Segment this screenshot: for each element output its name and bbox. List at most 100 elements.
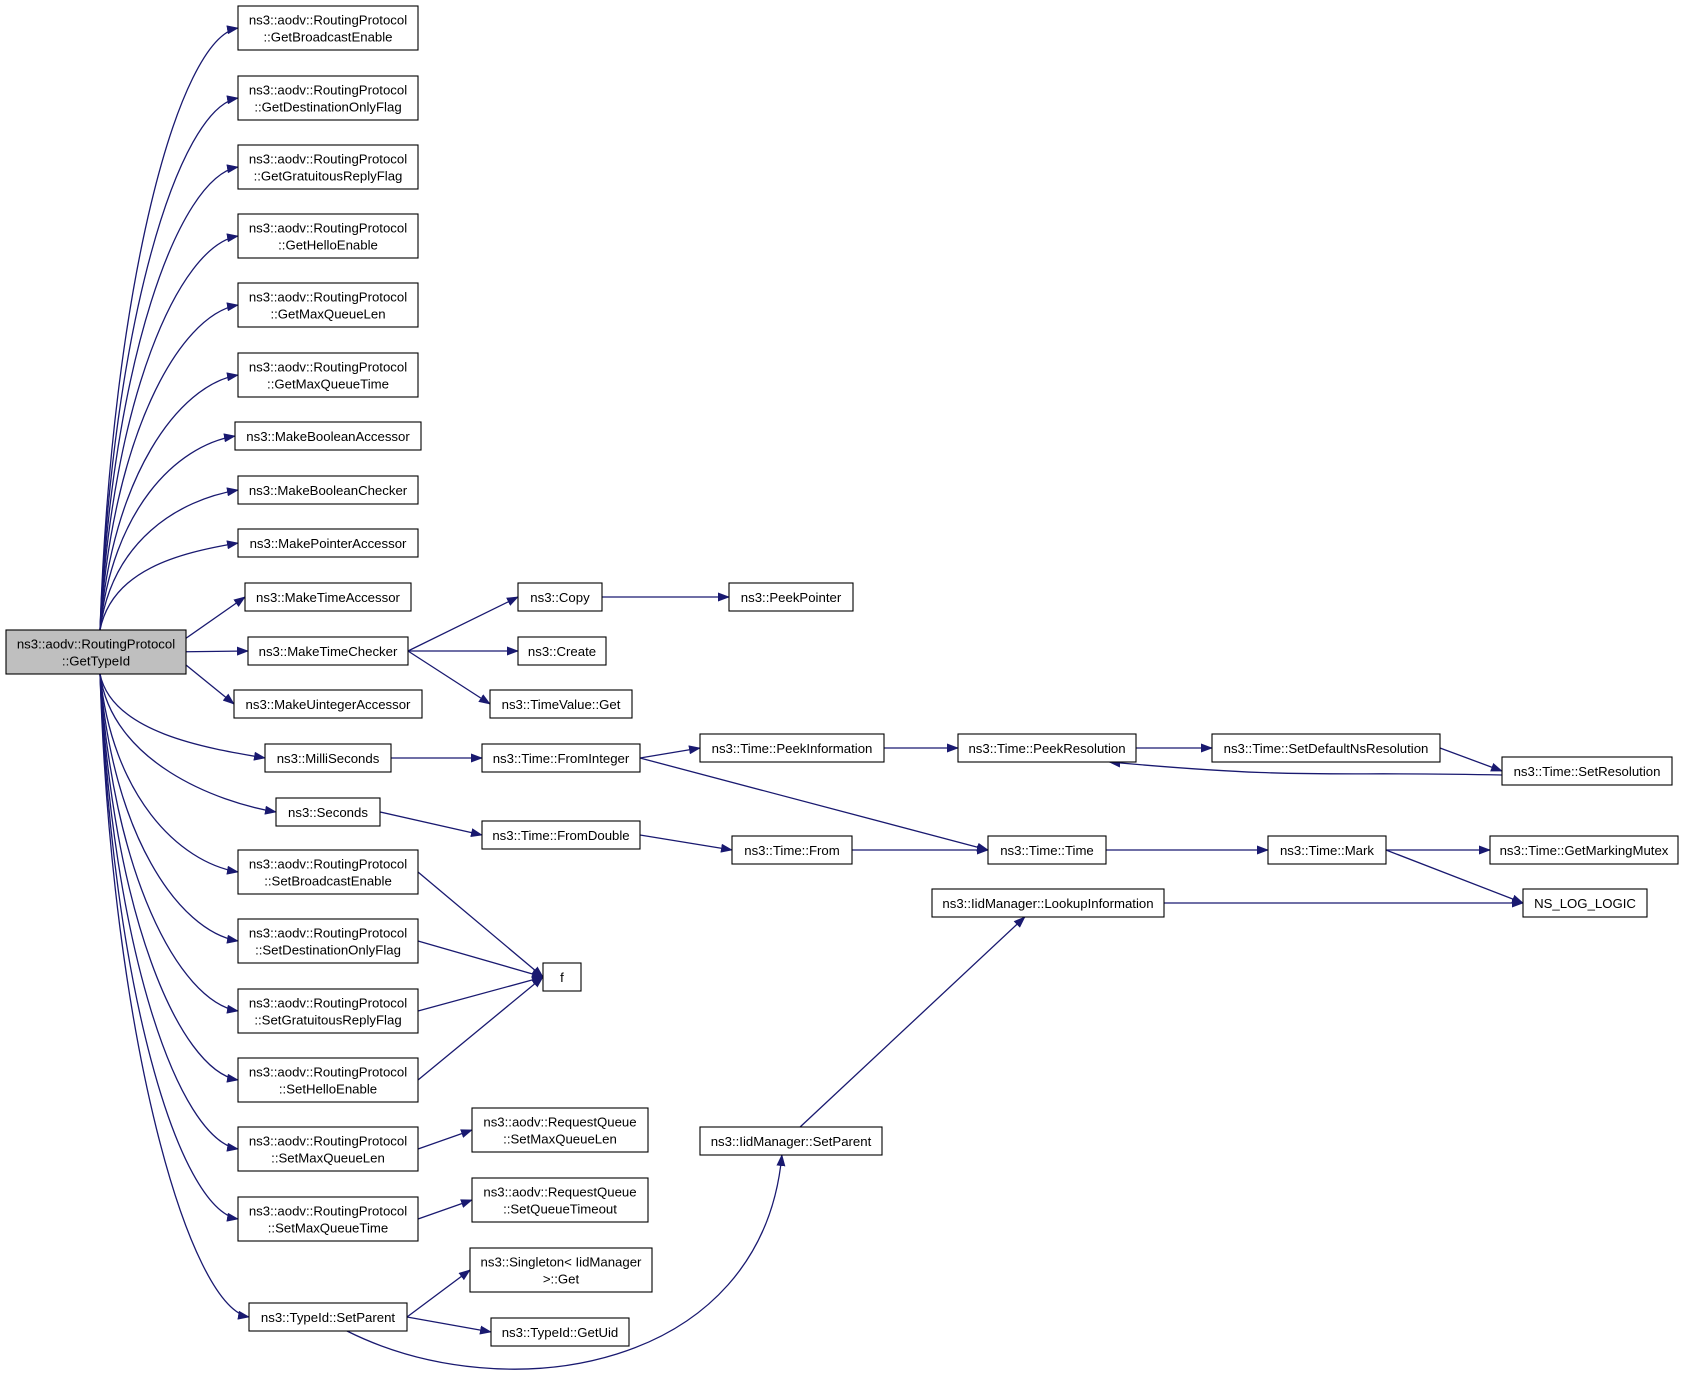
edge-root-to-setMaxQueueTime [99, 673, 239, 1222]
edge-root-to-makeBooleanAccessor [99, 433, 236, 631]
node-label: ns3::MakeBooleanAccessor [246, 429, 410, 444]
edge-typeIdSetParent-to-typeIdGetUid [406, 1316, 492, 1335]
node-root[interactable]: ns3::aodv::RoutingProtocol::GetTypeId [5, 629, 187, 675]
node-box [957, 733, 1137, 763]
node-makeBooleanChecker[interactable]: ns3::MakeBooleanChecker [237, 475, 419, 505]
node-label: ns3::Time::From [744, 843, 840, 858]
node-box [1267, 835, 1387, 865]
node-box [237, 988, 419, 1034]
node-label: ns3::TypeId::SetParent [261, 1310, 395, 1325]
node-getBroadcastEnable[interactable]: ns3::aodv::RoutingProtocol::GetBroadcast… [237, 5, 419, 51]
node-box [237, 1126, 419, 1172]
node-mark[interactable]: ns3::Time::Mark [1267, 835, 1387, 865]
node-iidSetParent[interactable]: ns3::IidManager::SetParent [699, 1126, 883, 1156]
node-makeTimeAccessor[interactable]: ns3::MakeTimeAccessor [244, 582, 412, 612]
node-label: ns3::MakeTimeChecker [259, 644, 398, 659]
node-label: ns3::aodv::RoutingProtocol [249, 1203, 407, 1218]
node-setDestinationOnlyFlag[interactable]: ns3::aodv::RoutingProtocol::SetDestinati… [237, 918, 419, 964]
node-getGratuitousReplyFlag[interactable]: ns3::aodv::RoutingProtocol::GetGratuitou… [237, 144, 419, 190]
node-label: ns3::Time::PeekInformation [712, 741, 873, 756]
node-box [233, 689, 423, 719]
node-label: ns3::aodv::RoutingProtocol [249, 359, 407, 374]
node-makeUintegerAccessor[interactable]: ns3::MakeUintegerAccessor [233, 689, 423, 719]
node-setBroadcastEnable[interactable]: ns3::aodv::RoutingProtocol::SetBroadcast… [237, 849, 419, 895]
node-fromDouble[interactable]: ns3::Time::FromDouble [481, 820, 641, 850]
node-makePointerAccessor[interactable]: ns3::MakePointerAccessor [237, 528, 419, 558]
node-label: ::GetGratuitousReplyFlag [254, 168, 403, 183]
edge-setGratuitousReplyFlag-to-f [417, 975, 544, 1012]
node-fromInteger[interactable]: ns3::Time::FromInteger [481, 743, 641, 773]
node-label: ns3::MakeBooleanChecker [249, 483, 408, 498]
node-seconds[interactable]: ns3::Seconds [275, 797, 381, 827]
node-lookupInformation[interactable]: ns3::IidManager::LookupInformation [931, 888, 1165, 918]
edge-typeIdSetParent-to-singletonGet [406, 1269, 471, 1318]
node-getMaxQueueTime[interactable]: ns3::aodv::RoutingProtocol::GetMaxQueueT… [237, 352, 419, 398]
node-label: ns3::aodv::RequestQueue [483, 1184, 636, 1199]
node-box [237, 849, 419, 895]
node-f[interactable]: f [542, 962, 582, 992]
node-peekInformation[interactable]: ns3::Time::PeekInformation [699, 733, 885, 763]
node-label: ns3::MakeUintegerAccessor [246, 697, 412, 712]
edge-root-to-getDestinationOnlyFlag [99, 95, 239, 631]
node-box [699, 733, 885, 763]
edge-setMaxQueueLen-to-rqSetMaxQueueLen [417, 1129, 473, 1150]
node-box [244, 582, 412, 612]
node-setMaxQueueLen[interactable]: ns3::aodv::RoutingProtocol::SetMaxQueueL… [237, 1126, 419, 1172]
node-rqSetMaxQueueLen[interactable]: ns3::aodv::RequestQueue::SetMaxQueueLen [471, 1107, 649, 1153]
node-setDefaultNsResolution[interactable]: ns3::Time::SetDefaultNsResolution [1211, 733, 1441, 763]
node-label: ::SetHelloEnable [279, 1081, 377, 1096]
node-getMarkingMutex[interactable]: ns3::Time::GetMarkingMutex [1489, 835, 1679, 865]
node-label: ns3::MakePointerAccessor [250, 536, 407, 551]
node-milliSeconds[interactable]: ns3::MilliSeconds [264, 743, 392, 773]
node-label: ns3::aodv::RoutingProtocol [249, 1133, 407, 1148]
node-getMaxQueueLen[interactable]: ns3::aodv::RoutingProtocol::GetMaxQueueL… [237, 282, 419, 328]
node-box [237, 213, 419, 259]
node-create[interactable]: ns3::Create [517, 636, 607, 666]
node-label: ns3::Time::GetMarkingMutex [1500, 843, 1669, 858]
node-label: ns3::aodv::RoutingProtocol [249, 856, 407, 871]
node-makeTimeChecker[interactable]: ns3::MakeTimeChecker [247, 636, 409, 666]
node-label: ns3::Time::SetDefaultNsResolution [1224, 741, 1429, 756]
node-typeIdGetUid[interactable]: ns3::TypeId::GetUid [490, 1317, 630, 1347]
node-label: ns3::Singleton< IidManager [481, 1254, 643, 1269]
node-from[interactable]: ns3::Time::From [731, 835, 853, 865]
node-box [275, 797, 381, 827]
node-label: ::SetMaxQueueLen [271, 1150, 385, 1165]
node-label: ns3::aodv::RoutingProtocol [249, 925, 407, 940]
node-setGratuitousReplyFlag[interactable]: ns3::aodv::RoutingProtocol::SetGratuitou… [237, 988, 419, 1034]
edge-setDestinationOnlyFlag-to-f [417, 940, 544, 979]
edge-fromDouble-to-from [639, 834, 733, 853]
node-typeIdSetParent[interactable]: ns3::TypeId::SetParent [248, 1302, 408, 1332]
node-box [247, 636, 409, 666]
node-box [931, 888, 1165, 918]
node-box [542, 962, 582, 992]
edge-root-to-milliSeconds [99, 673, 266, 761]
node-getDestinationOnlyFlag[interactable]: ns3::aodv::RoutingProtocol::GetDestinati… [237, 75, 419, 121]
node-label: ns3::TimeValue::Get [502, 697, 621, 712]
node-rqSetQueueTimeout[interactable]: ns3::aodv::RequestQueue::SetQueueTimeout [471, 1177, 649, 1223]
node-label: ns3::aodv::RequestQueue [483, 1114, 636, 1129]
edge-seconds-to-fromDouble [379, 811, 483, 837]
node-getHelloEnable[interactable]: ns3::aodv::RoutingProtocol::GetHelloEnab… [237, 213, 419, 259]
node-setMaxQueueTime[interactable]: ns3::aodv::RoutingProtocol::SetMaxQueueT… [237, 1196, 419, 1242]
edges-layer [99, 25, 1524, 1370]
node-box [987, 835, 1107, 865]
edge-fromInteger-to-time [639, 757, 989, 852]
node-time[interactable]: ns3::Time::Time [987, 835, 1107, 865]
edge-mark-to-nsLogLogic [1385, 849, 1524, 904]
node-box [237, 528, 419, 558]
edge-root-to-makeTimeAccessor [185, 596, 246, 639]
node-label: ns3::Time::Mark [1280, 843, 1374, 858]
node-timeValueGet[interactable]: ns3::TimeValue::Get [489, 689, 633, 719]
node-box [237, 352, 419, 398]
node-peekPointer[interactable]: ns3::PeekPointer [728, 582, 854, 612]
node-copy[interactable]: ns3::Copy [517, 582, 603, 612]
node-setResolution[interactable]: ns3::Time::SetResolution [1501, 756, 1673, 786]
node-singletonGet[interactable]: ns3::Singleton< IidManager >::Get [469, 1247, 653, 1293]
node-peekResolution[interactable]: ns3::Time::PeekResolution [957, 733, 1137, 763]
node-nsLogLogic[interactable]: NS_LOG_LOGIC [1522, 888, 1648, 918]
node-setHelloEnable[interactable]: ns3::aodv::RoutingProtocol::SetHelloEnab… [237, 1057, 419, 1103]
node-box [237, 1057, 419, 1103]
node-makeBooleanAccessor[interactable]: ns3::MakeBooleanAccessor [234, 421, 422, 451]
